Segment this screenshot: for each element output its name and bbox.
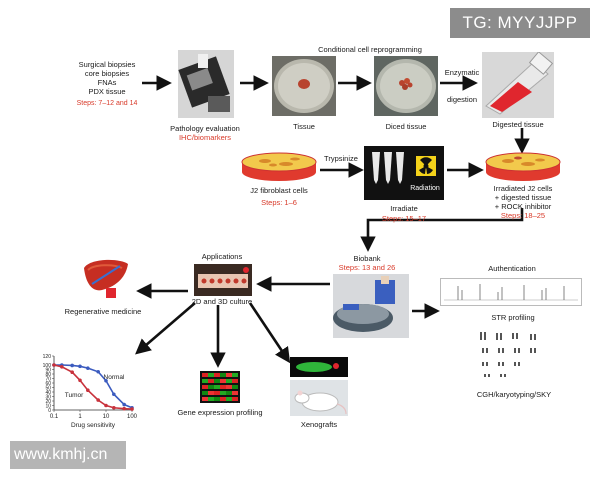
x-tick-label: 0.1	[50, 414, 59, 420]
samples-steps: Steps: 7–12 and 14	[76, 100, 138, 107]
watermark-url: www.kmhj.cn	[10, 441, 126, 469]
y-tick-label: 20	[45, 399, 51, 405]
radiation-badge: Radiation	[410, 185, 440, 192]
digested-label: Digested tissue	[492, 120, 544, 129]
trypsinize-label: Trypsinize	[324, 154, 358, 163]
y-tick-label: 60	[45, 381, 51, 387]
series-line	[54, 364, 133, 409]
samples-line: Surgical biopsies	[78, 60, 136, 69]
biobank-label: Biobank	[353, 254, 381, 263]
tissue-label: Tissue	[293, 122, 315, 131]
str-chromatogram	[440, 278, 582, 306]
data-point	[104, 403, 108, 408]
data-point	[70, 363, 74, 368]
irradiated-plate	[484, 152, 562, 182]
irradiated-line: Irradiated J2 cells	[493, 184, 553, 193]
data-point	[96, 369, 100, 374]
pathology-label: Pathology evaluation	[170, 124, 240, 133]
enzymatic-label-2: digestion	[446, 95, 478, 104]
pathology-photo	[178, 50, 234, 118]
irradiated-list: Irradiated J2 cells + digested tissue + …	[476, 184, 570, 220]
y-tick-label: 10	[45, 404, 51, 410]
xeno-label: Xenografts	[300, 420, 338, 429]
x-tick-label: 10	[103, 414, 110, 420]
y-tick-label: 0	[48, 408, 51, 414]
diced-photo	[374, 56, 438, 116]
data-point	[60, 365, 64, 369]
irradiate-steps: Steps: 15–17	[381, 214, 427, 223]
data-point	[96, 398, 100, 402]
tissue-photo	[272, 56, 336, 116]
data-point	[70, 370, 74, 374]
y-tick-label: 30	[45, 395, 51, 401]
str-label: STR profiling	[491, 313, 535, 322]
karyotype-image	[474, 328, 554, 384]
y-tick-label: 120	[43, 354, 52, 360]
authentication-label: Authentication	[488, 264, 536, 273]
data-point	[122, 406, 126, 411]
irradiated-steps: Steps: 18–25	[500, 211, 546, 220]
applications-label: Applications	[201, 252, 243, 261]
heatmap-image	[200, 371, 240, 403]
applications-sub: 2D and 3D culture	[191, 297, 253, 306]
series-line	[53, 364, 133, 410]
data-point	[130, 407, 134, 411]
biobank-steps: Steps: 13 and 26	[338, 263, 396, 272]
data-point	[104, 378, 108, 383]
data-point	[112, 405, 116, 410]
samples-line: FNAs	[97, 78, 117, 87]
samples-line: core biopsies	[84, 69, 130, 78]
y-tick-label: 50	[45, 386, 51, 392]
arrow-applications-to-chart	[135, 302, 196, 355]
data-point	[112, 392, 116, 397]
fibroblast-dish	[240, 152, 318, 182]
samples-list: Surgical biopsies core biopsies FNAs PDX…	[72, 60, 142, 108]
y-tick-label: 70	[45, 377, 51, 383]
liver-image	[80, 256, 130, 302]
cgh-label: CGH/karyotyping/SKY	[476, 390, 552, 399]
applications-photo	[194, 264, 252, 296]
digested-photo	[482, 52, 554, 118]
fibroblast-steps: Steps: 1–6	[261, 198, 297, 207]
fibroblast-label: J2 fibroblast cells	[250, 186, 308, 195]
data-point	[122, 402, 126, 407]
data-point	[86, 366, 90, 370]
irradiated-line: + digested tissue	[494, 193, 552, 202]
regen-label: Regenerative medicine	[64, 307, 142, 316]
pathology-sub: IHC/biomarkers	[178, 133, 232, 142]
arrow-plate-to-biobank	[360, 208, 524, 252]
y-tick-label: 100	[43, 363, 52, 369]
x-tick-label: 1	[78, 414, 82, 420]
data-point	[52, 363, 56, 367]
enzymatic-label-1: Enzymatic	[444, 68, 480, 77]
biobank-photo	[333, 274, 409, 338]
series-label-normal: Normal	[104, 374, 126, 381]
y-tick-label: 80	[45, 372, 51, 378]
samples-line: PDX tissue	[88, 87, 126, 96]
data-point	[78, 378, 82, 383]
xenograft-fluorescence	[290, 357, 348, 377]
y-tick-label: 90	[45, 368, 51, 374]
x-axis-label: Drug sensitivity	[71, 422, 116, 429]
reprogramming-header: Conditional cell reprogramming	[318, 45, 422, 54]
irradiated-line: + ROCK inhibitor	[494, 202, 552, 211]
diced-label: Diced tissue	[385, 122, 427, 131]
x-tick-label: 100	[127, 414, 138, 420]
arrow-applications-to-xeno	[248, 302, 291, 364]
watermark-telegram: TG: MYYJJPP	[450, 8, 590, 38]
mouse-image	[290, 380, 348, 416]
data-point	[78, 364, 82, 369]
series-label-tumor: Tumor	[65, 392, 84, 399]
y-tick-label: 40	[45, 390, 51, 396]
gene-label: Gene expression profiling	[177, 408, 263, 417]
irradiate-label: Irradiate	[390, 204, 418, 213]
data-point	[86, 388, 90, 392]
radiation-photo: Radiation	[364, 146, 444, 200]
